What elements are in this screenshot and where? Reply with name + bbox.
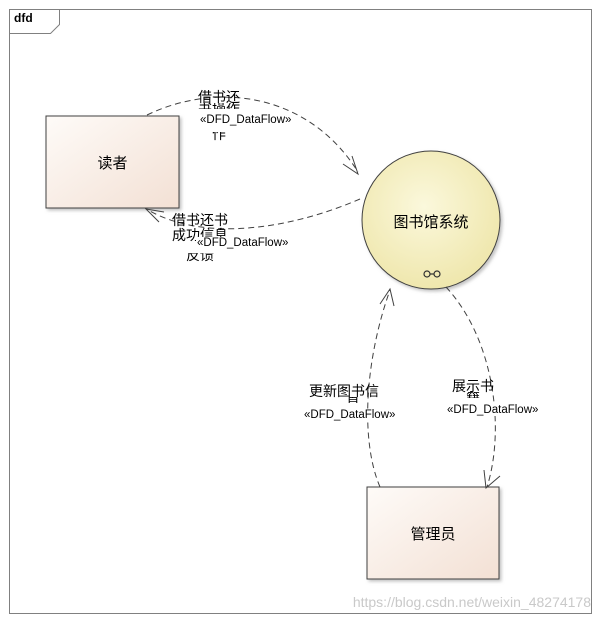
flow-name-borrow-request-line1: 借书还 [198, 90, 240, 106]
reader-label: 读者 [97, 154, 128, 172]
reader-entity-box[interactable] [45, 115, 180, 209]
frame-tab-shape [9, 9, 60, 34]
flow-line-borrow-feedback[interactable] [147, 198, 361, 230]
flow-name-display-books-line2: 籍 [466, 391, 480, 407]
flow-stereotype-update-book-info: «DFD_DataFlow» [303, 409, 397, 421]
flow-name-borrow-feedback-line3: 反馈 [186, 248, 214, 264]
library-system-process[interactable] [361, 150, 501, 290]
frame-tab-label: dfd [14, 11, 33, 25]
arrowhead-icon [483, 469, 501, 489]
flow-stereotype-borrow-feedback: «DFD_DataFlow» [196, 237, 290, 249]
flow-name-borrow-feedback-line1: 借书还书 [172, 213, 228, 229]
flow-line-borrow-request[interactable] [146, 96, 359, 173]
diagram-frame [9, 9, 592, 614]
admin-entity-box[interactable] [366, 486, 500, 580]
flow-name-display-books-line1: 展示书 [452, 379, 494, 395]
watermark: https://blog.csdn.net/weixin_48274178 [352, 594, 591, 610]
decomposition-icon [423, 270, 441, 278]
admin-label: 管理员 [410, 525, 456, 543]
flow-stereotype-borrow-request: «DFD_DataFlow» [199, 114, 293, 126]
arrowhead-icon [144, 208, 165, 223]
arrowhead-icon [342, 155, 359, 176]
flow-name-update-book-info-line1: 更新图书信 [309, 384, 379, 400]
arrowhead-icon [379, 287, 395, 307]
flow-stereotype-display-books: «DFD_DataFlow» [446, 404, 540, 416]
flow-name-update-book-info-line2: 息 [346, 396, 360, 412]
flow-line-update-book-info[interactable] [367, 289, 391, 488]
library-system-label: 图书馆系统 [393, 213, 469, 231]
flow-name-borrow-request-line3: 作 [212, 127, 226, 143]
flow-name-borrow-request-line2: 书操作 [198, 102, 240, 118]
